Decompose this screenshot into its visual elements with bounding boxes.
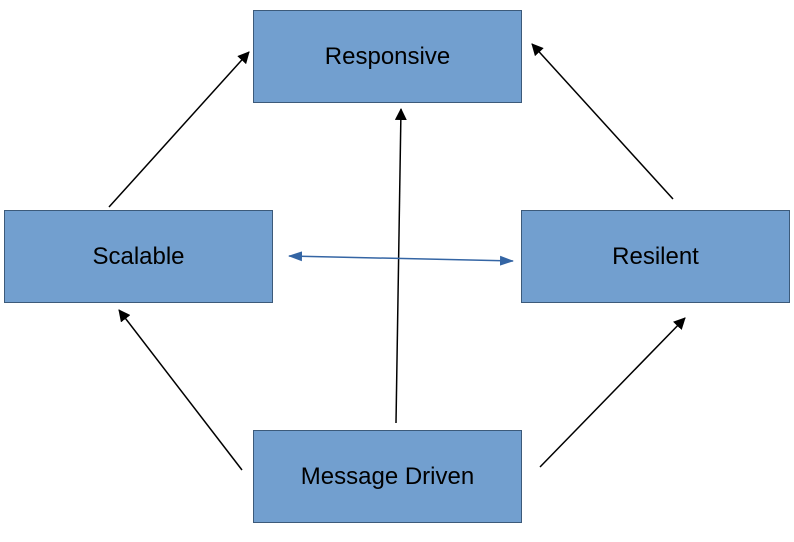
- arrow-resilient-to-responsive: [531, 43, 674, 200]
- arrow-scalable-to-responsive: [108, 51, 250, 208]
- arrow-message-to-responsive: [394, 108, 407, 424]
- node-resilient: Resilent: [521, 210, 790, 303]
- node-resilient-label: Resilent: [612, 242, 699, 270]
- node-responsive: Responsive: [253, 10, 522, 103]
- arrow-scalable-resilient-bidirectional: [288, 251, 514, 266]
- node-scalable-label: Scalable: [92, 242, 185, 270]
- arrow-message-to-scalable: [118, 309, 243, 471]
- node-responsive-label: Responsive: [324, 42, 451, 70]
- node-scalable: Scalable: [4, 210, 273, 303]
- node-message-driven-label: Message Driven: [300, 462, 475, 490]
- node-message-driven: Message Driven: [253, 430, 522, 523]
- arrow-message-to-resilient: [539, 317, 686, 468]
